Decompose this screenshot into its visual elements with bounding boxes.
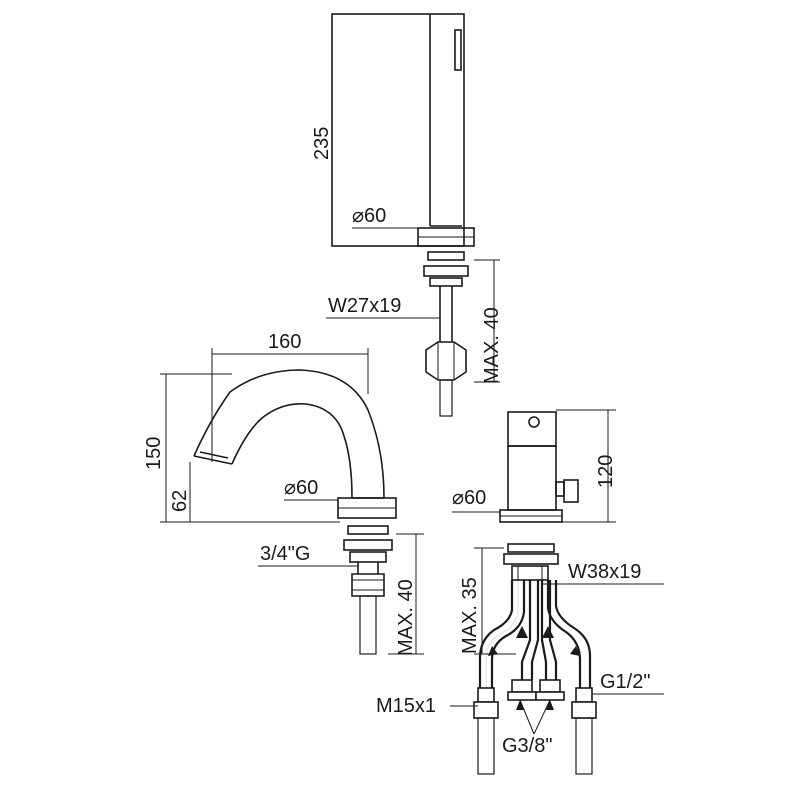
dim-shower-thread: W27x19 xyxy=(328,295,401,317)
spout-hose xyxy=(359,595,377,655)
hose-fitting-inner-right xyxy=(539,679,561,693)
shower-hose-connector xyxy=(425,341,467,381)
hose-fitting-right xyxy=(575,687,593,703)
hose-fitting-inner-left xyxy=(511,679,533,693)
dim-spout-max-depth: MAX. 40 xyxy=(395,579,417,656)
mixer-lever-hole xyxy=(528,416,540,428)
spout-dimensions: 160 150 62 ⌀60 3/4"G MAX. 40 xyxy=(143,331,424,656)
spout-outer-curve xyxy=(193,369,385,499)
shower-hose xyxy=(439,379,453,417)
mixer-diverter xyxy=(563,479,579,503)
dim-shower-diameter: ⌀60 xyxy=(352,205,386,227)
shower-dimensions: 235 ⌀60 W27x19 MAX. 40 xyxy=(311,14,503,384)
hand-shower-view xyxy=(331,13,475,417)
dim-spout-reach: 160 xyxy=(268,331,301,353)
flow-arrows xyxy=(488,626,580,656)
dim-mixer-thread: W38x19 xyxy=(568,561,641,583)
mixer-hoses xyxy=(473,580,597,775)
spout-view xyxy=(193,369,397,655)
dim-mixer-max-depth: MAX. 35 xyxy=(459,577,481,654)
hose-right xyxy=(575,717,593,775)
spout-inner-curve xyxy=(231,402,353,499)
dim-spout-height: 150 xyxy=(143,437,165,470)
dim-shower-height: 235 xyxy=(311,127,333,160)
mixer-washer xyxy=(507,543,555,553)
dim-spout-outlet-height: 62 xyxy=(169,490,191,512)
dim-shower-max-depth: MAX. 40 xyxy=(481,307,503,384)
mixer-view xyxy=(499,411,579,581)
dim-hose-m15: M15x1 xyxy=(376,695,436,717)
hose-callouts: M15x1 G1/2" G3/8" xyxy=(376,671,664,757)
hose-fitting-left xyxy=(477,687,495,703)
spout-nut xyxy=(351,573,385,597)
dim-mixer-height: 120 xyxy=(595,455,617,488)
spout-outlet xyxy=(193,455,233,465)
hose-left xyxy=(477,717,495,775)
dim-mixer-diameter: ⌀60 xyxy=(452,487,486,509)
dim-hose-g38: G3/8" xyxy=(502,735,552,757)
mixer-dimensions: 120 ⌀60 MAX. 35 W38x19 xyxy=(452,409,664,655)
mixer-nut xyxy=(511,565,549,581)
mixer-body xyxy=(507,445,557,511)
spout-washer xyxy=(347,525,389,535)
shower-button xyxy=(454,29,462,71)
dim-spout-diameter: ⌀60 xyxy=(284,477,318,499)
shower-washer xyxy=(427,251,465,261)
dim-hose-g12: G1/2" xyxy=(600,671,650,693)
shower-nut xyxy=(423,265,469,277)
dim-spout-thread: 3/4"G xyxy=(260,543,310,565)
